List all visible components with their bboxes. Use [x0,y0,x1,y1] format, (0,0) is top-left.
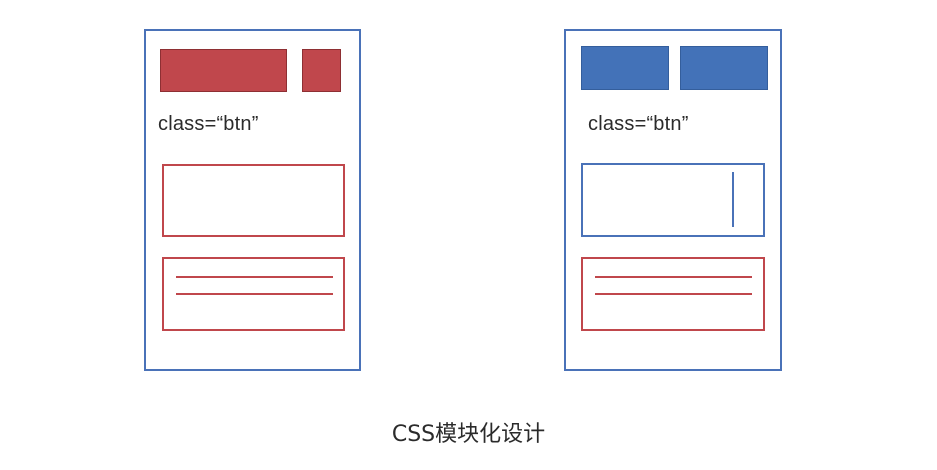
left-empty-box [162,164,345,237]
right-input-box [581,163,765,237]
right-button-block-2 [680,46,768,90]
left-small-button-block [302,49,341,92]
right-button-block-1 [581,46,669,90]
right-text-line-1 [595,276,752,278]
right-text-line-2 [595,293,752,295]
left-text-line-2 [176,293,333,295]
right-class-label: class=“btn” [588,113,689,135]
left-class-label: class=“btn” [158,113,259,135]
diagram-caption: CSS模块化设计 [391,422,546,447]
left-lines-box [162,257,345,331]
left-text-line-1 [176,276,333,278]
right-text-cursor [732,172,734,227]
right-lines-box [581,257,765,331]
left-wide-button-block [160,49,287,92]
